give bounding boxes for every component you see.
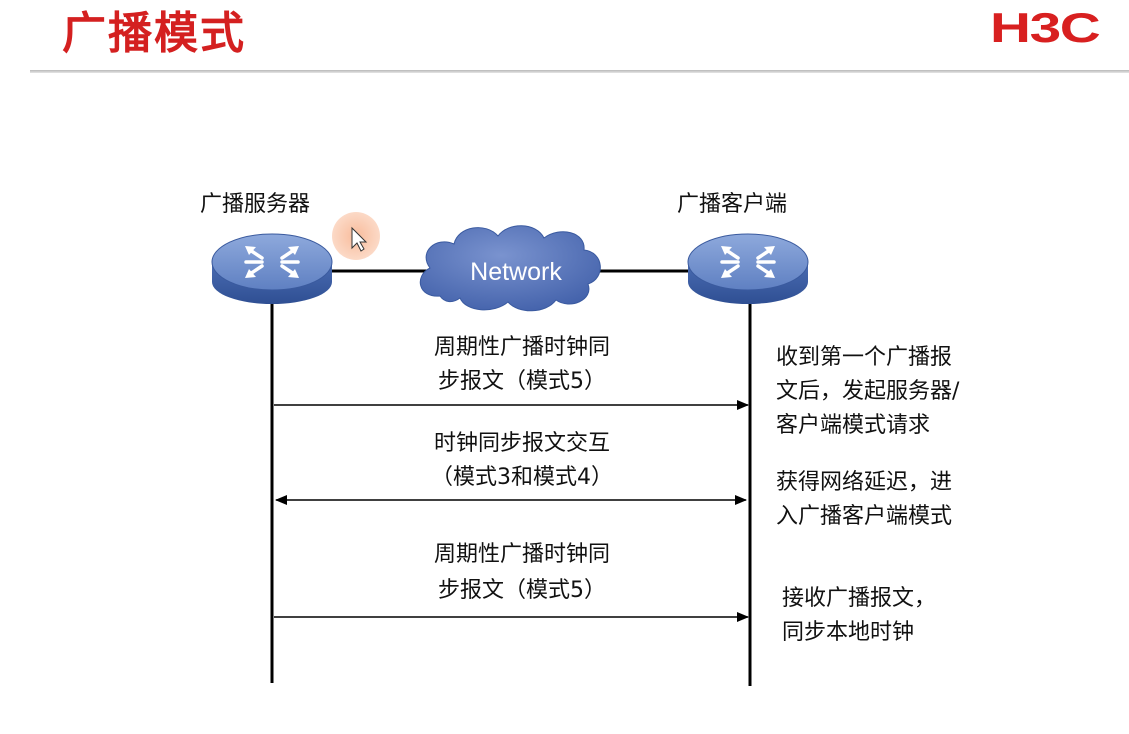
message-1-line1: 周期性广播时钟同 [433,335,610,360]
message-2-line2: （模式3和模式4） [431,465,613,490]
client-label: 广播客户端 [677,192,788,217]
h3c-logo: H3C [990,4,1101,51]
network-cloud-icon [419,225,601,312]
message-3-line2: 步报文（模式5） [438,578,606,603]
message-1-line2: 步报文（模式5） [438,369,606,394]
server-label: 广播服务器 [200,192,311,217]
note-1-line2: 文后，发起服务器/ [776,379,960,404]
message-2-line1: 时钟同步报文交互 [433,431,610,456]
note-2-line1: 获得网络延迟，进 [776,470,953,495]
server-router-icon [211,233,333,304]
note-1-line3: 客户端模式请求 [776,413,931,438]
message-3-line1: 周期性广播时钟同 [433,542,610,567]
note-1-line1: 收到第一个广播报 [776,345,953,370]
note-3-line1: 接收广播报文， [782,586,937,611]
cursor-icon [332,212,380,260]
title-divider [30,70,1129,73]
note-2-line2: 入广播客户端模式 [776,504,953,529]
network-label: Network [470,258,562,286]
note-3-line2: 同步本地时钟 [782,620,915,645]
client-router-icon [687,233,809,304]
slide-title: 广播模式 [62,8,246,59]
